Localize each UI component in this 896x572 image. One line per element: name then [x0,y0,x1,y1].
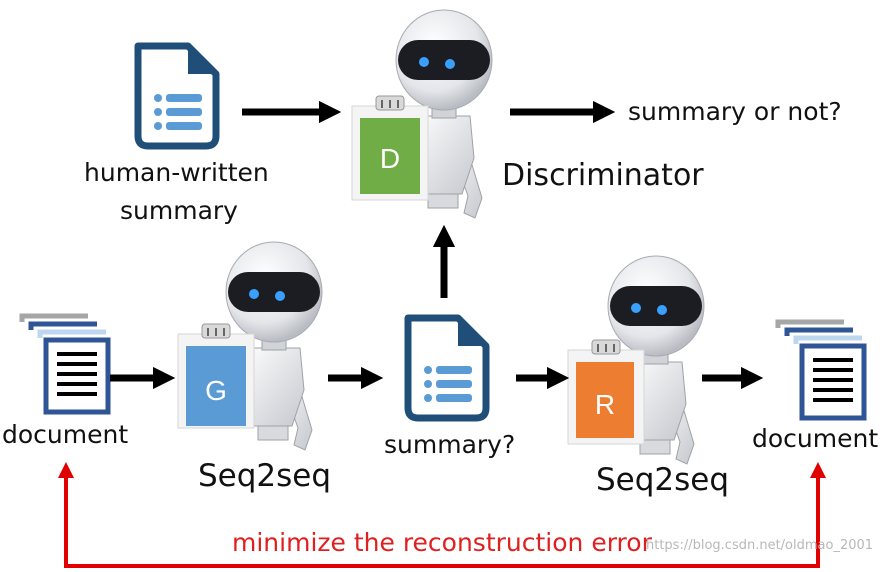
human-written-label-line2: summary [120,196,238,225]
reconstruction-error-label: minimize the reconstruction error [232,528,652,557]
board-letter-d: D [380,143,400,174]
output-document-icon [778,322,864,418]
human-written-label-line1: human-written [84,158,269,187]
board-fill-g [186,346,246,426]
watermark: https://blog.csdn.net/oldmao_2001 [646,538,874,553]
input-document-icon [22,316,108,412]
reconstruction-loop-line [64,470,820,568]
document-right-label: document [752,424,879,453]
document-left-label: document [2,420,129,449]
board-fill-d [360,118,420,194]
summary-question-label: summary? [384,430,516,459]
board-fill-r [576,362,634,438]
seq2seq-left-label: Seq2seq [198,458,332,494]
discriminator-label: Discriminator [502,158,704,193]
reconstructor-board: R [567,339,645,445]
generated-summary-doc-icon [408,318,486,418]
seq2seq-right-label: Seq2seq [596,462,730,498]
generator-board: G [177,323,255,429]
human-summary-doc-icon [138,46,216,146]
summary-or-not-label: summary or not? [628,97,842,126]
discriminator-board: D [351,95,429,201]
board-letter-g: G [205,375,227,406]
board-letter-r: R [595,389,615,420]
